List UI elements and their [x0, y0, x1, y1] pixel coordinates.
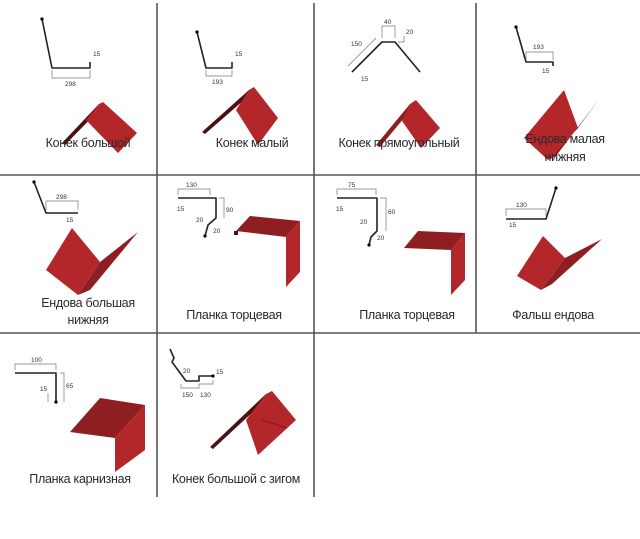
- dimension-label: 130: [200, 392, 211, 399]
- dimension-label: 100: [31, 357, 42, 364]
- item-label: нижняя: [68, 313, 109, 327]
- dimension-label: 20: [196, 217, 204, 224]
- dimension-label: 15: [235, 51, 243, 58]
- item-label: Ендова большая: [41, 296, 135, 310]
- dimension-label: 193: [212, 79, 223, 86]
- product-3d-image: [524, 90, 600, 160]
- product-3d-image: [404, 231, 465, 295]
- dimension-label: 75: [348, 182, 356, 189]
- dimension-label: 130: [186, 182, 197, 189]
- product-3d-image: [376, 100, 440, 148]
- dimension-label: 60: [388, 209, 396, 216]
- item-label: Конек большой: [46, 136, 131, 150]
- dimension-label: 15: [336, 206, 344, 213]
- dimension-label: 20: [377, 235, 385, 242]
- dimension-label: 20: [360, 219, 368, 226]
- profile-drawing: 15 193: [195, 30, 243, 86]
- profile-drawing: 75 15 60 20 20: [336, 182, 396, 247]
- profile-drawing: 100 15 65: [14, 357, 74, 404]
- dimension-label: 65: [66, 383, 74, 390]
- item-label: Конек большой с зигом: [172, 472, 300, 486]
- dimension-label: 193: [533, 44, 544, 51]
- item-label: Конек прямоугольный: [339, 136, 460, 150]
- profile-drawing: 130 15 90 20 20: [177, 182, 234, 238]
- item-label: Планка торцевая: [359, 308, 454, 322]
- item-label: Конек малый: [216, 136, 289, 150]
- item-label: Фальш ендова: [512, 308, 594, 322]
- dimension-label: 15: [509, 222, 517, 229]
- item-konek-bolshoy: 15 298 Конек большой: [40, 17, 137, 153]
- profile-drawing: 20 15 150 130: [169, 348, 224, 399]
- dimension-label: 15: [40, 386, 48, 393]
- profile-drawing: 40 20 150 15: [347, 19, 421, 83]
- dimension-label: 150: [182, 392, 193, 399]
- dimension-label: 15: [216, 369, 224, 376]
- profile-drawing: 130 15: [505, 186, 558, 229]
- dimension-label: 150: [351, 41, 362, 48]
- item-planka-tortsevaya-2: 75 15 60 20 20 Планка торцевая: [336, 182, 465, 322]
- dimension-label: 15: [361, 76, 369, 83]
- item-label: Планка карнизная: [29, 472, 130, 486]
- dimension-label: 20: [213, 228, 221, 235]
- dimension-label: 15: [542, 68, 550, 75]
- dimension-label: 298: [56, 194, 67, 201]
- dimension-label: 130: [516, 202, 527, 209]
- dimension-label: 15: [177, 206, 185, 213]
- item-konek-bolshoy-s-zigom: 20 15 150 130 Конек большой с зигом: [169, 348, 300, 486]
- item-label: нижняя: [545, 150, 586, 164]
- item-endova-malaya-nizhnyaya: 193 15 Ендова малая нижняя: [514, 25, 605, 164]
- dimension-label: 15: [66, 217, 74, 224]
- dimension-label: 90: [226, 207, 234, 214]
- product-3d-image: [517, 236, 602, 290]
- dimension-label: 20: [406, 29, 414, 36]
- product-3d-image: [202, 87, 278, 145]
- item-endova-bolshaya-nizhnyaya: 298 15 Ендова большая нижняя: [32, 180, 138, 327]
- item-konek-pryamougolny: 40 20 150 15 Конек прямоугольный: [339, 19, 461, 150]
- dimension-label: 15: [93, 51, 101, 58]
- dimension-label: 40: [384, 19, 392, 26]
- product-3d-image: [210, 391, 296, 455]
- product-3d-image: [46, 228, 138, 295]
- item-label: Планка торцевая: [186, 308, 281, 322]
- product-3d-image: [70, 398, 145, 472]
- product-3d-image: [234, 216, 300, 287]
- dimension-label: 20: [183, 368, 191, 375]
- grid-lines: [0, 3, 640, 497]
- item-planka-tortsevaya-1: 130 15 90 20 20 Планка торцевая: [177, 182, 300, 322]
- product-3d-image: [62, 102, 137, 153]
- item-falsh-endova: 130 15 Фальш ендова: [505, 186, 602, 322]
- profile-drawing: 15 298: [40, 17, 101, 88]
- item-label: Ендова малая: [525, 132, 604, 146]
- item-konek-maly: 15 193 Конек малый: [195, 30, 289, 150]
- dimension-label: 298: [65, 81, 76, 88]
- item-planka-karniznaya: 100 15 65 Планка карнизная: [14, 357, 145, 486]
- profile-drawing: 298 15: [32, 180, 79, 224]
- profile-drawing: 193 15: [514, 25, 554, 75]
